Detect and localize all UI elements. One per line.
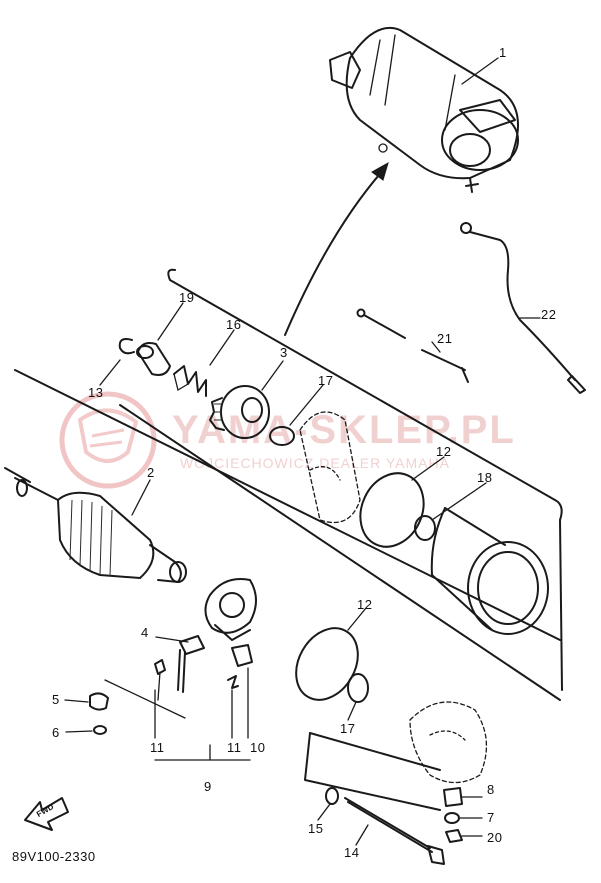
o-ring-lower [347,673,369,703]
callout-5: 5 [52,692,60,707]
callout-7: 7 [487,810,495,825]
o-ring-small [414,515,436,541]
o-ring-large-lower [295,627,359,701]
gear-housing-ghost [299,411,361,524]
callout-17-lower: 17 [340,721,356,736]
callout-21: 21 [437,331,453,346]
assembly-arrow [284,161,389,336]
collar [136,342,171,376]
callout-17-upper: 17 [318,373,334,388]
callout-16: 16 [226,317,242,332]
yoke-housing [430,507,549,635]
pinion-clutch [209,385,270,439]
grommet-and-washer [64,679,186,735]
callout-20: 20 [487,830,503,845]
callout-13: 13 [88,385,104,400]
callout-6: 6 [52,725,60,740]
front-direction-arrow [24,797,69,831]
starter-motor-assembly [329,26,519,193]
o-ring-upper [269,426,295,446]
callout-11-right: 11 [227,740,242,755]
callout-9: 9 [204,779,212,794]
callout-19: 19 [179,290,195,305]
lower-frame [304,732,441,811]
brush-springs [154,667,251,761]
drawing-code: 89V100-2330 [12,849,96,864]
circlip [118,338,135,355]
leader-lines [99,57,541,846]
lead-wire [460,222,586,394]
callout-22: 22 [541,307,557,322]
callout-3: 3 [280,345,288,360]
callout-15: 15 [308,821,324,836]
brush-holder [204,578,257,667]
callout-12-upper: 12 [436,444,452,459]
brush-set [154,635,205,701]
watermark-subtitle: WOJCIECHOWICZ DEALER YAMAHA [180,455,450,471]
callout-8: 8 [487,782,495,797]
through-bolt [344,797,445,865]
end-cover-ghost [409,701,488,784]
callout-2: 2 [147,465,155,480]
armature [4,467,187,583]
callout-10: 10 [250,740,266,755]
o-ring-large-upper [359,472,425,548]
callout-4: 4 [141,625,149,640]
callout-11-left: 11 [150,740,165,755]
fasteners [443,787,483,843]
callout-14: 14 [344,845,360,860]
callout-12-lower: 12 [357,597,373,612]
washer [325,787,339,805]
callout-1: 1 [499,45,507,60]
compression-spring [173,365,207,397]
callout-18: 18 [477,470,493,485]
terminal-bolts [356,308,469,383]
